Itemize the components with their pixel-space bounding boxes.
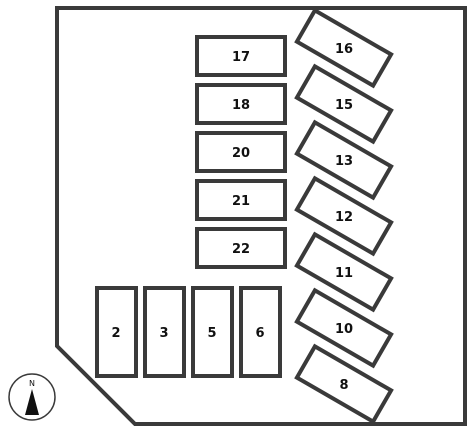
building-label: 17: [232, 50, 250, 65]
building-2[interactable]: 2: [95, 286, 138, 378]
building-label: 20: [232, 146, 250, 161]
building-16[interactable]: 16: [294, 7, 394, 89]
building-label: 3: [159, 326, 168, 341]
building-label: 8: [339, 378, 348, 393]
building-13[interactable]: 13: [294, 119, 394, 201]
site-boundary: [55, 6, 467, 426]
north-label: N: [29, 379, 35, 388]
building-6[interactable]: 6: [239, 286, 282, 378]
building-label: 2: [111, 326, 120, 341]
building-label: 11: [335, 266, 353, 281]
building-10[interactable]: 10: [294, 287, 394, 369]
building-label: 21: [232, 194, 250, 209]
building-21[interactable]: 21: [195, 179, 287, 221]
north-arrow-icon: [25, 389, 39, 415]
building-3[interactable]: 3: [143, 286, 186, 378]
building-label: 13: [335, 154, 353, 169]
building-label: 6: [255, 326, 264, 341]
building-5[interactable]: 5: [191, 286, 234, 378]
building-label: 18: [232, 98, 250, 113]
building-18[interactable]: 18: [195, 83, 287, 125]
building-17[interactable]: 17: [195, 35, 287, 77]
building-label: 12: [335, 210, 353, 225]
building-label: 10: [335, 322, 353, 337]
building-label: 16: [335, 42, 353, 57]
building-label: 22: [232, 242, 250, 257]
building-12[interactable]: 12: [294, 175, 394, 257]
building-20[interactable]: 20: [195, 131, 287, 173]
building-15[interactable]: 15: [294, 63, 394, 145]
north-compass: N: [8, 373, 56, 421]
building-label: 15: [335, 98, 353, 113]
building-8[interactable]: 8: [294, 343, 394, 425]
building-11[interactable]: 11: [294, 231, 394, 313]
building-22[interactable]: 22: [195, 227, 287, 269]
building-label: 5: [207, 326, 216, 341]
